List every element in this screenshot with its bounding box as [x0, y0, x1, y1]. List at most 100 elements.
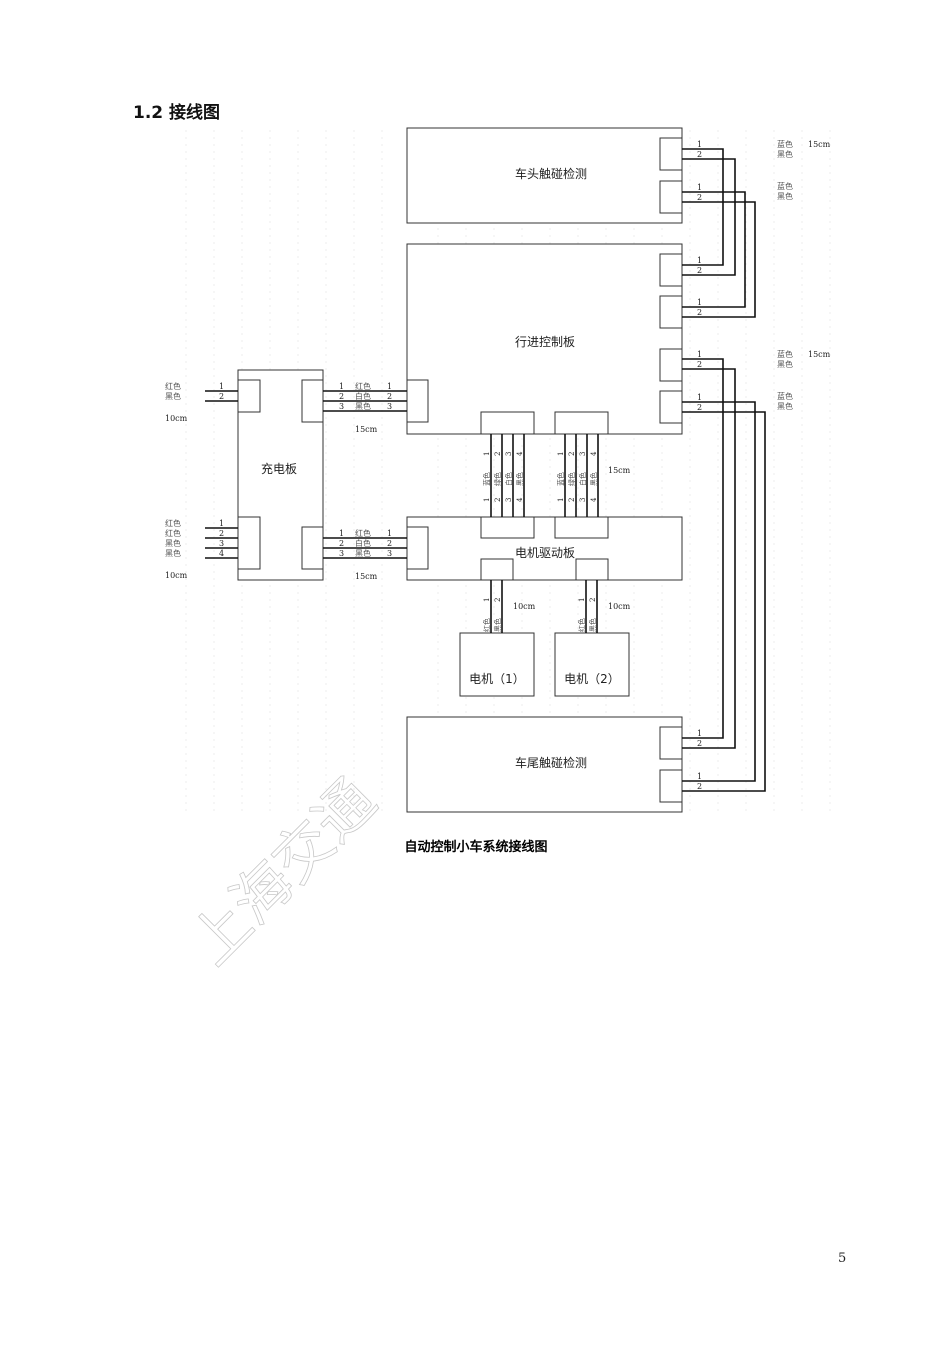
svg-text:1: 1	[483, 598, 491, 602]
bundle-labels: 1 2 3 4 1 2 3 4 蓝色 绿色 白色 黑色 蓝色 绿色 白色 黑色 …	[482, 451, 598, 502]
length-front-right: 15cm	[808, 140, 831, 149]
svg-text:黑色: 黑色	[777, 149, 793, 159]
svg-text:1: 1	[697, 729, 702, 738]
svg-text:15cm: 15cm	[355, 572, 378, 581]
svg-text:黑色: 黑色	[355, 401, 371, 411]
svg-text:1: 1	[219, 519, 224, 528]
figure-caption: 自动控制小车系统接线图	[404, 840, 548, 855]
motor-driver-box	[406, 516, 683, 581]
svg-text:4: 4	[590, 451, 598, 456]
svg-text:黑色: 黑色	[515, 472, 524, 486]
svg-text:3: 3	[219, 539, 224, 548]
svg-text:4: 4	[219, 549, 224, 558]
svg-text:4: 4	[590, 497, 598, 502]
svg-text:2: 2	[494, 498, 502, 502]
svg-text:1: 1	[697, 256, 702, 265]
svg-text:2: 2	[568, 452, 576, 456]
svg-text:2: 2	[697, 782, 702, 791]
rear-touch-title: 车尾触碰检测	[515, 755, 587, 770]
svg-text:2: 2	[494, 598, 502, 602]
svg-text:3: 3	[339, 549, 344, 558]
svg-text:绿色: 绿色	[493, 472, 502, 486]
svg-text:1: 1	[578, 598, 586, 602]
svg-text:2: 2	[339, 392, 344, 401]
svg-text:3: 3	[387, 549, 392, 558]
charging-title: 充电板	[261, 461, 297, 476]
left-input-labels: 红色 黑色 1 2 10cm 红色 红色 黑色 黑色 1 2 3 4 10cm	[165, 381, 224, 580]
length-bundle: 15cm	[608, 466, 631, 475]
svg-text:2: 2	[697, 266, 702, 275]
watermark: 上海交通	[177, 766, 389, 978]
left-wires	[205, 390, 407, 559]
svg-text:红色: 红色	[355, 381, 371, 391]
svg-text:1: 1	[697, 140, 702, 149]
svg-text:2: 2	[697, 193, 702, 202]
svg-text:红色: 红色	[165, 528, 181, 538]
svg-text:1: 1	[697, 298, 702, 307]
svg-text:1: 1	[483, 498, 491, 502]
svg-text:红色: 红色	[355, 528, 371, 538]
svg-text:3: 3	[579, 452, 587, 456]
svg-text:3: 3	[339, 402, 344, 411]
svg-text:1: 1	[387, 529, 392, 538]
svg-text:蓝色: 蓝色	[482, 472, 491, 486]
svg-text:蓝色: 蓝色	[777, 181, 793, 191]
motor-wire-labels: 1 2 1 2 红色 黑色 红色 黑色	[482, 598, 597, 632]
svg-text:白色: 白色	[578, 472, 587, 486]
svg-text:4: 4	[516, 451, 524, 456]
svg-text:白色: 白色	[355, 538, 371, 548]
svg-text:蓝色: 蓝色	[556, 472, 565, 486]
motor-driver-title: 电机驱动板	[515, 546, 575, 560]
svg-text:黑色: 黑色	[589, 472, 598, 486]
svg-text:2: 2	[589, 598, 597, 602]
svg-text:2: 2	[697, 360, 702, 369]
charging-out-labels: 1 2 3 红色 白色 黑色 1 2 3 15cm 1 2 3 红色 白色 黑色…	[339, 381, 392, 581]
svg-text:黑色: 黑色	[777, 191, 793, 201]
svg-text:3: 3	[505, 498, 513, 502]
svg-text:1: 1	[387, 382, 392, 391]
svg-text:黑色: 黑色	[165, 548, 181, 558]
length-travel-right: 15cm	[808, 350, 831, 359]
svg-text:1: 1	[219, 382, 224, 391]
svg-text:白色: 白色	[504, 472, 513, 486]
svg-text:黑色: 黑色	[493, 618, 502, 632]
svg-text:2: 2	[387, 392, 392, 401]
svg-text:2: 2	[219, 392, 224, 401]
motor2-box	[554, 632, 630, 697]
travel-control-box	[406, 243, 683, 435]
svg-text:1: 1	[557, 452, 565, 456]
svg-text:2: 2	[219, 529, 224, 538]
svg-text:黑色: 黑色	[165, 391, 181, 401]
front-touch-box	[406, 127, 683, 224]
svg-text:2: 2	[697, 403, 702, 412]
svg-text:绿色: 绿色	[567, 472, 576, 486]
svg-text:黑色: 黑色	[777, 401, 793, 411]
svg-text:1: 1	[483, 452, 491, 456]
travel-control-title: 行进控制板	[515, 335, 575, 349]
svg-text:蓝色: 蓝色	[777, 391, 793, 401]
svg-text:2: 2	[697, 150, 702, 159]
svg-text:红色: 红色	[165, 381, 181, 391]
rear-touch-box	[406, 716, 683, 813]
motor1-title: 电机（1）	[469, 672, 525, 686]
svg-text:3: 3	[387, 402, 392, 411]
motor2-title: 电机（2）	[564, 672, 620, 686]
svg-text:黑色: 黑色	[355, 548, 371, 558]
length-motor2: 10cm	[608, 602, 631, 611]
svg-text:2: 2	[697, 739, 702, 748]
connectors	[237, 137, 683, 803]
svg-text:2: 2	[387, 539, 392, 548]
svg-text:2: 2	[697, 308, 702, 317]
motor1-box	[459, 632, 535, 697]
length-motor1: 10cm	[513, 602, 536, 611]
svg-text:1: 1	[697, 183, 702, 192]
svg-text:1: 1	[339, 529, 344, 538]
svg-text:红色: 红色	[482, 618, 491, 632]
svg-text:黑色: 黑色	[777, 359, 793, 369]
svg-text:2: 2	[568, 498, 576, 502]
svg-text:黑色: 黑色	[165, 538, 181, 548]
page-number: 5	[838, 1251, 847, 1266]
svg-text:1: 1	[697, 393, 702, 402]
svg-text:蓝色: 蓝色	[777, 349, 793, 359]
